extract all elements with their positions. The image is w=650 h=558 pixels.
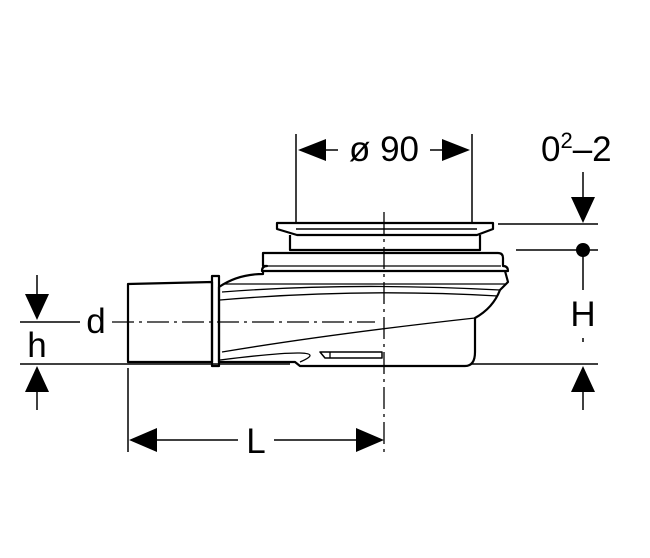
diameter-arrow-right bbox=[442, 139, 470, 161]
drain-flange bbox=[260, 251, 510, 273]
center-lines bbox=[112, 212, 385, 455]
d-arrow-down bbox=[25, 294, 49, 320]
d-label: d bbox=[86, 302, 105, 341]
dimension-lines bbox=[36, 149, 584, 441]
drain-trap bbox=[319, 351, 383, 359]
drain-housing bbox=[217, 270, 510, 368]
diameter-arrow-left bbox=[298, 139, 326, 161]
drain-neck bbox=[288, 235, 482, 252]
L-arrow-left bbox=[129, 428, 157, 452]
L-arrow-right bbox=[356, 428, 384, 452]
h-arrow-up bbox=[25, 366, 49, 392]
height-range-dot bbox=[576, 243, 590, 257]
height-range-superscript: 2 bbox=[560, 128, 572, 153]
height-range-arrow-down bbox=[571, 197, 595, 223]
drain-body bbox=[126, 221, 510, 368]
diameter-label: ø 90 bbox=[349, 130, 419, 169]
drain-grate bbox=[275, 221, 495, 237]
H-arrow-up bbox=[571, 366, 595, 392]
height-range-label: 02–2 bbox=[541, 128, 612, 169]
h-label: h bbox=[27, 326, 46, 365]
L-label: L bbox=[246, 422, 265, 461]
outlet-collar bbox=[210, 274, 221, 368]
H-label: H bbox=[570, 295, 595, 334]
height-range-rest: –2 bbox=[573, 130, 612, 169]
extension-lines bbox=[20, 134, 598, 452]
height-range-base: 0 bbox=[541, 130, 560, 169]
